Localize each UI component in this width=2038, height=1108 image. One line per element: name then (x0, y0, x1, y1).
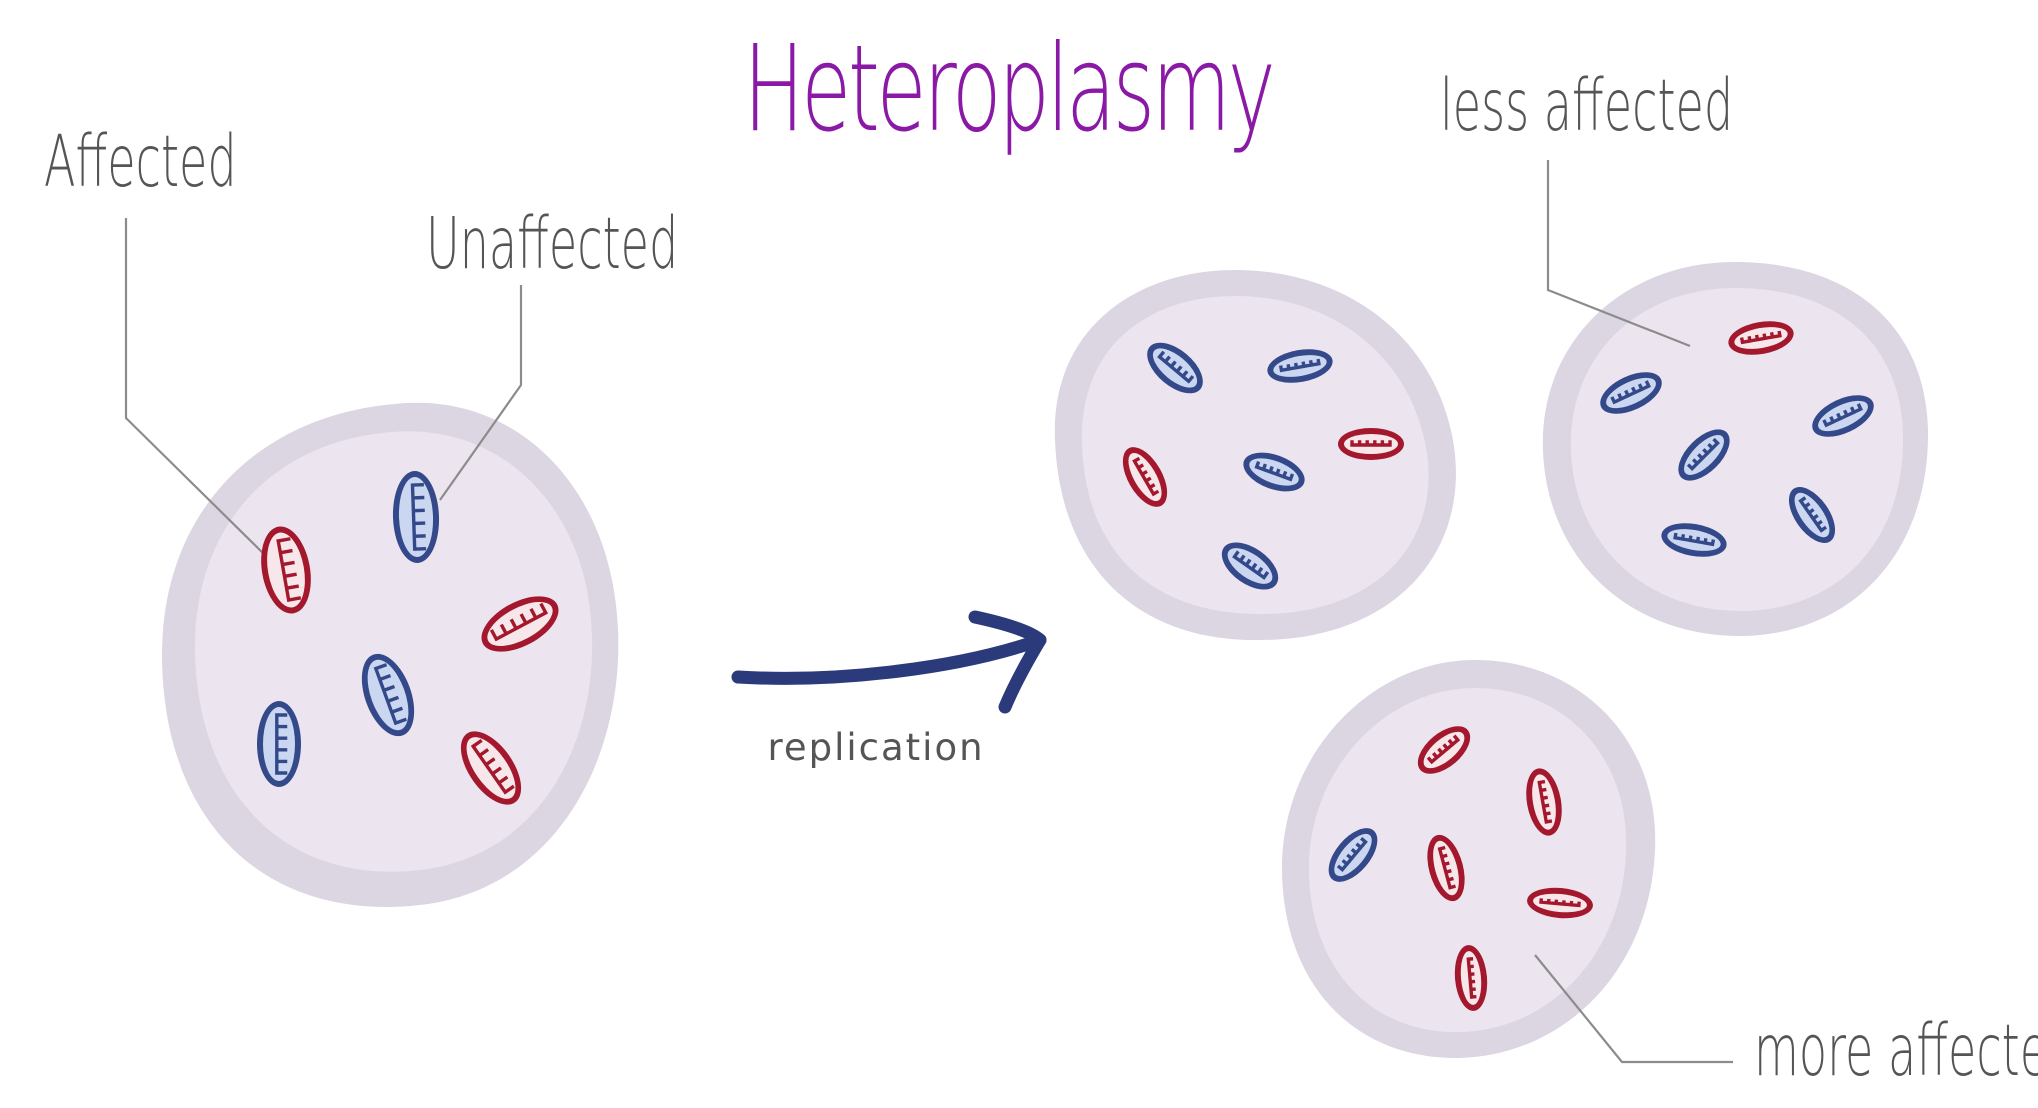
affected-mitochondrion (1454, 945, 1488, 1011)
affected-mitochondrion (261, 526, 311, 614)
unaffected-mitochondrion (1267, 349, 1333, 383)
affected-mitochondrion (1526, 768, 1562, 836)
label-less-affected: less affected (1440, 65, 1733, 148)
label-affected: Affected (44, 121, 237, 204)
affected-mitochondrion (1427, 834, 1465, 902)
mitochondria-layer (257, 321, 1874, 1011)
unaffected-mitochondrion (1221, 542, 1279, 590)
affected-mitochondrion (481, 596, 559, 652)
affected-mitochondrion (460, 731, 522, 805)
leader-lines (124, 160, 1733, 1064)
unaffected-mitochondrion (1788, 487, 1836, 543)
parent-cell (161, 402, 619, 907)
unaffected-mitochondrion (257, 701, 301, 787)
unaffected-mitochondrion (392, 471, 440, 563)
leader-line-affected (124, 218, 271, 561)
affected-mitochondrion (1527, 887, 1593, 919)
unaffected-mitochondrion (1243, 452, 1305, 492)
unaffected-mitochondrion (1661, 523, 1727, 557)
label-replication: replication (767, 726, 984, 769)
replication-arrow (731, 610, 1047, 714)
daughter-cell-less-affected (1542, 262, 1929, 637)
unaffected-mitochondrion (1328, 828, 1378, 882)
affected-mitochondrion (1728, 321, 1794, 355)
leader-line-less-affected (1546, 160, 1691, 348)
unaffected-mitochondrion (1147, 342, 1203, 394)
unaffected-mitochondrion (361, 653, 415, 737)
affected-mitochondrion (1122, 447, 1168, 507)
affected-mitochondrion (1417, 726, 1471, 774)
page-title: Heteroplasmy (743, 20, 1272, 159)
affected-mitochondrion (1338, 428, 1404, 460)
unaffected-mitochondrion (1600, 372, 1662, 414)
label-unaffected: Unaffected (426, 203, 678, 286)
unaffected-mitochondrion (1812, 395, 1874, 437)
label-more-affected: more affected (1754, 1010, 2038, 1093)
unaffected-mitochondrion (1678, 429, 1730, 481)
daughter-cell-more-affected (1281, 660, 1656, 1059)
leader-line-unaffected (439, 285, 523, 501)
leader-line-more-affected (1534, 954, 1733, 1064)
